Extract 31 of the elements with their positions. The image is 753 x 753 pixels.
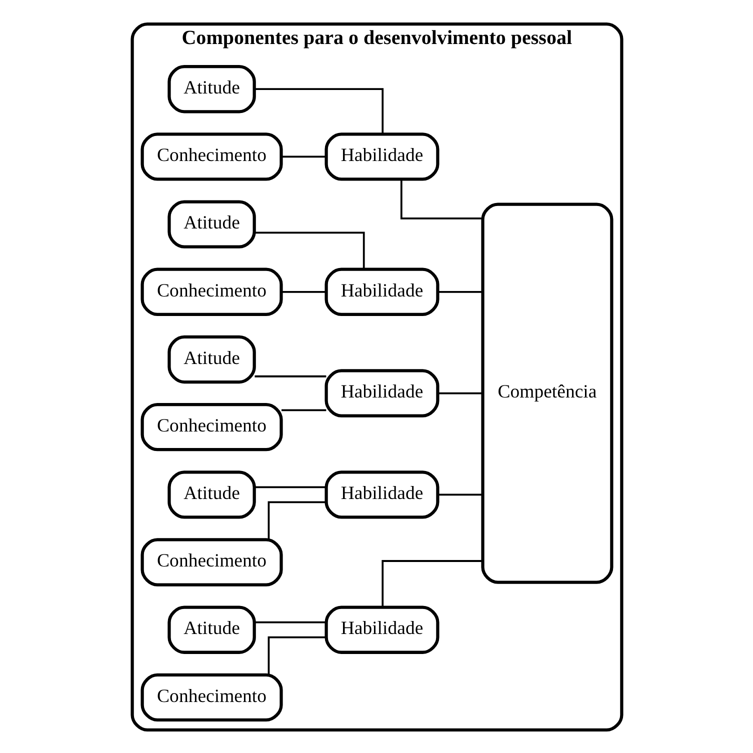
connector xyxy=(281,155,326,158)
node-box: Atitude xyxy=(167,605,256,654)
node-box: Competência xyxy=(480,202,613,584)
node-box: Conhecimento xyxy=(140,402,282,451)
node-box: Conhecimento xyxy=(140,672,282,722)
node-box: Conhecimento xyxy=(140,267,282,316)
connector xyxy=(254,231,364,269)
node-box: Habilidade xyxy=(324,132,439,180)
node-box: Atitude xyxy=(167,200,256,248)
connector xyxy=(267,500,326,540)
connector xyxy=(254,486,326,488)
node-box: Habilidade xyxy=(324,605,439,654)
node-box: Habilidade xyxy=(324,470,439,518)
node-box: Atitude xyxy=(167,334,256,384)
node-box: Habilidade xyxy=(324,267,439,316)
connector xyxy=(254,88,384,134)
connector xyxy=(254,620,326,623)
connector xyxy=(400,178,482,219)
node-box: Atitude xyxy=(167,470,256,518)
node-box: Atitude xyxy=(167,64,256,113)
connector xyxy=(254,374,326,377)
connector xyxy=(281,290,326,292)
connector xyxy=(281,408,326,411)
connector xyxy=(437,493,482,496)
connector xyxy=(437,392,482,394)
node-box: Habilidade xyxy=(324,368,439,417)
node-box: Conhecimento xyxy=(140,538,282,586)
connector xyxy=(437,290,482,292)
node-box: Conhecimento xyxy=(140,132,282,180)
connector xyxy=(381,560,482,607)
connector xyxy=(267,636,326,674)
